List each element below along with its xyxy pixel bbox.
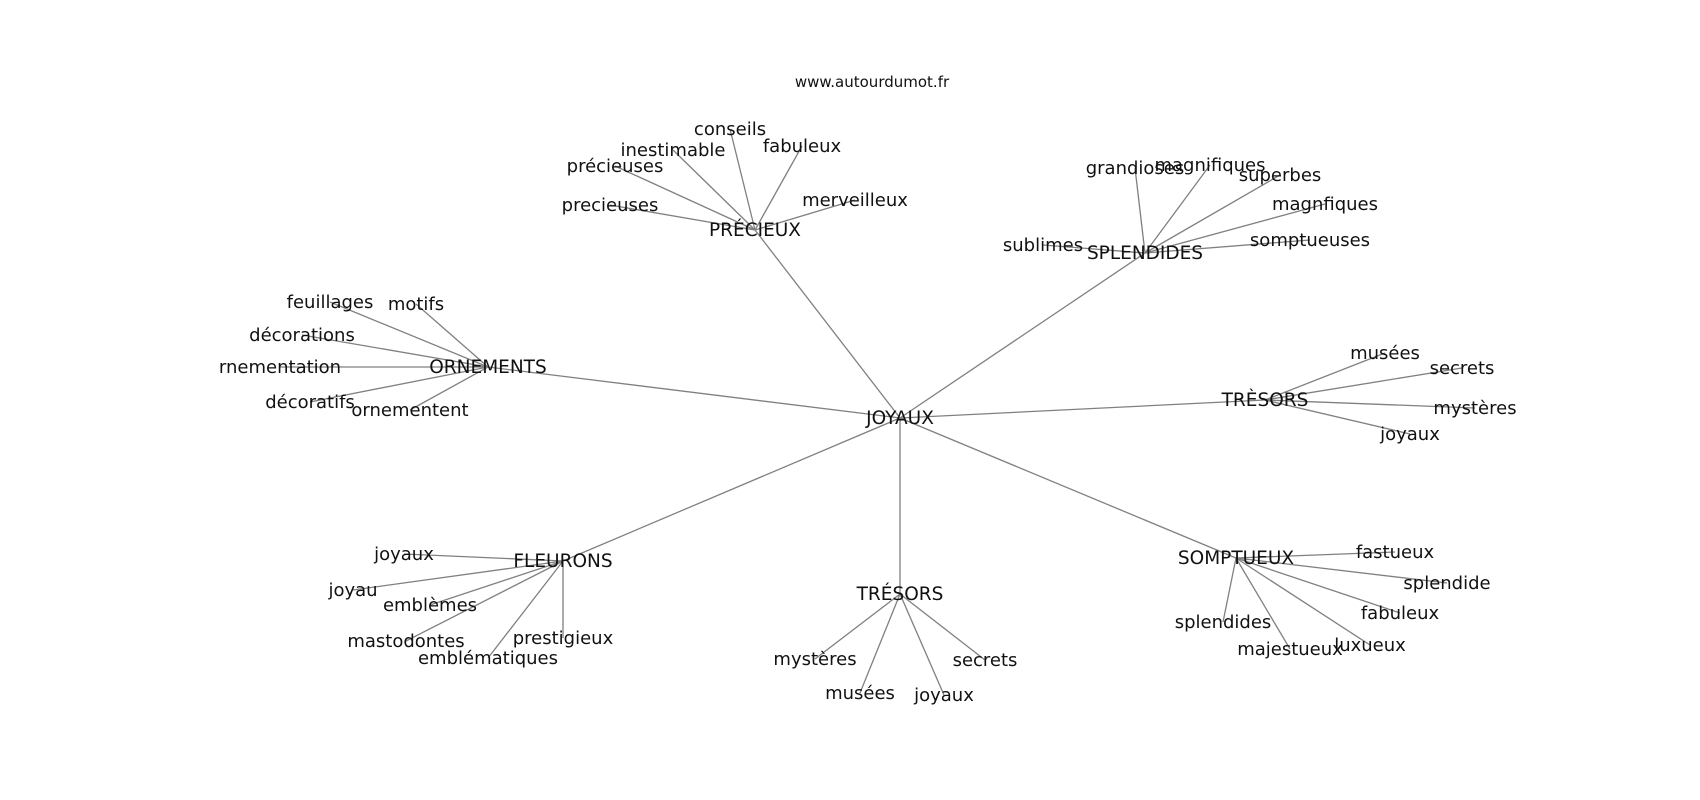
leaf-word-node[interactable]: superbes (1239, 165, 1322, 186)
leaf-word-node[interactable]: musées (1350, 343, 1420, 364)
leaf-word-node[interactable]: fastueux (1356, 542, 1435, 563)
edge-hub-to-leaf (415, 303, 489, 368)
leaf-word-node[interactable]: décorations (249, 325, 355, 346)
edge-hub-to-leaf (409, 366, 489, 411)
edge-hub-to-leaf (1144, 239, 1311, 254)
edge-hub-to-leaf (487, 560, 564, 659)
edge-hub-to-leaf (1235, 557, 1401, 614)
leaf-word-node[interactable]: conseils (694, 119, 766, 140)
hub-node[interactable]: SPLENDIDES (1087, 243, 1203, 264)
edge-hub-to-leaf (899, 593, 945, 696)
leaf-word-node[interactable]: somptueuses (1250, 230, 1370, 251)
edge-center-to-hub (562, 417, 901, 562)
leaf-word-node[interactable]: joyau (327, 580, 377, 601)
leaf-word-node[interactable]: inestimable (621, 140, 726, 161)
edge-hub-to-leaf (1264, 352, 1386, 401)
leaf-word-node[interactable]: motifs (388, 294, 444, 315)
leaf-word-node[interactable]: décoratifs (265, 392, 355, 413)
leaf-word-node[interactable]: mystères (773, 649, 856, 670)
leaf-word-node[interactable]: joyaux (1379, 424, 1440, 445)
leaf-word-node[interactable]: majestueux (1237, 639, 1343, 660)
leaf-word-node[interactable]: merveilleux (802, 190, 908, 211)
edge-hub-to-leaf (329, 301, 489, 368)
edge-hub-to-leaf (1235, 557, 1448, 584)
edge-hub-to-leaf (1134, 167, 1146, 254)
leaf-word-node[interactable]: fabuleux (763, 136, 842, 157)
leaf-word-node[interactable]: grandioses (1086, 158, 1185, 179)
graph-edges (280, 128, 1476, 696)
leaf-word-node[interactable]: emblématiques (418, 648, 558, 669)
leaf-word-node[interactable]: mastodontes (347, 631, 464, 652)
leaf-word-node[interactable]: splendide (1403, 573, 1490, 594)
graph-nodes: précieusesinestimableconseilsfabuleuxpre… (219, 119, 1517, 706)
edge-hub-to-leaf (754, 199, 856, 231)
leaf-word-node[interactable]: luxueux (1334, 635, 1406, 656)
edge-hub-to-leaf (1264, 399, 1476, 409)
edge-hub-to-leaf (1235, 557, 1371, 646)
leaf-word-node[interactable]: splendides (1175, 612, 1272, 633)
edge-hub-to-leaf (859, 593, 901, 694)
hub-node[interactable]: FLEURONS (513, 551, 612, 572)
edge-hub-to-leaf (403, 553, 564, 562)
edge-hub-to-leaf (1264, 399, 1411, 435)
edge-hub-to-leaf (1235, 557, 1291, 650)
leaf-word-node[interactable]: joyaux (373, 544, 434, 565)
leaf-word-node[interactable]: secrets (1430, 358, 1495, 379)
edge-center-to-hub (754, 229, 901, 419)
edge-hub-to-leaf (1264, 367, 1463, 401)
hub-node[interactable]: TRÉSORS (856, 583, 944, 605)
leaf-word-node[interactable]: joyaux (913, 685, 974, 706)
leaf-word-node[interactable]: precieuses (562, 195, 659, 216)
source-watermark: www.autourdumot.fr (795, 73, 950, 91)
leaf-word-node[interactable]: rnementation (219, 357, 341, 378)
edge-hub-to-leaf (754, 145, 803, 231)
hub-node[interactable]: PRÉCIEUX (709, 219, 801, 241)
edge-hub-to-leaf (609, 204, 756, 231)
edge-hub-to-leaf (899, 593, 986, 661)
edge-hub-to-leaf (1235, 551, 1396, 559)
edge-center-to-hub (899, 399, 1266, 419)
edge-hub-to-leaf (1144, 164, 1211, 254)
edge-hub-to-leaf (729, 128, 756, 231)
edge-center-to-hub (899, 417, 1237, 559)
leaf-word-node[interactable]: emblèmes (383, 595, 477, 616)
leaf-word-node[interactable]: précieuses (567, 156, 664, 177)
edge-hub-to-leaf (1144, 203, 1326, 254)
edge-center-to-hub (487, 366, 901, 419)
leaf-word-node[interactable]: sublimes (1003, 235, 1083, 256)
leaf-word-node[interactable]: prestigieux (513, 628, 614, 649)
leaf-word-node[interactable]: musées (825, 683, 895, 704)
edge-hub-to-leaf (614, 165, 756, 231)
hub-node[interactable]: SOMPTUEUX (1178, 548, 1294, 569)
edge-hub-to-leaf (1222, 557, 1237, 623)
hub-node[interactable]: TRÈSORS (1221, 389, 1309, 411)
leaf-word-node[interactable]: mystères (1433, 398, 1516, 419)
leaf-word-node[interactable]: feuillages (287, 292, 374, 313)
leaf-word-node[interactable]: magnifiques (1154, 155, 1265, 176)
edge-hub-to-leaf (429, 560, 564, 606)
hub-node[interactable]: ORNEMENTS (429, 357, 546, 378)
edge-hub-to-leaf (1144, 174, 1281, 254)
edge-center-to-hub (899, 252, 1146, 419)
edge-hub-to-leaf (814, 593, 901, 660)
leaf-word-node[interactable]: secrets (953, 650, 1018, 671)
leaf-word-node[interactable]: ornementent (351, 400, 468, 421)
center-node[interactable]: JOYAUX (865, 408, 934, 429)
edge-hub-to-leaf (309, 366, 489, 403)
edge-hub-to-leaf (352, 560, 564, 591)
edge-hub-to-leaf (405, 560, 564, 642)
leaf-word-node[interactable]: magnfiques (1272, 194, 1378, 215)
edge-hub-to-leaf (1042, 244, 1146, 254)
leaf-word-node[interactable]: fabuleux (1361, 603, 1440, 624)
edge-hub-to-leaf (301, 334, 489, 368)
edge-hub-to-leaf (672, 149, 756, 231)
